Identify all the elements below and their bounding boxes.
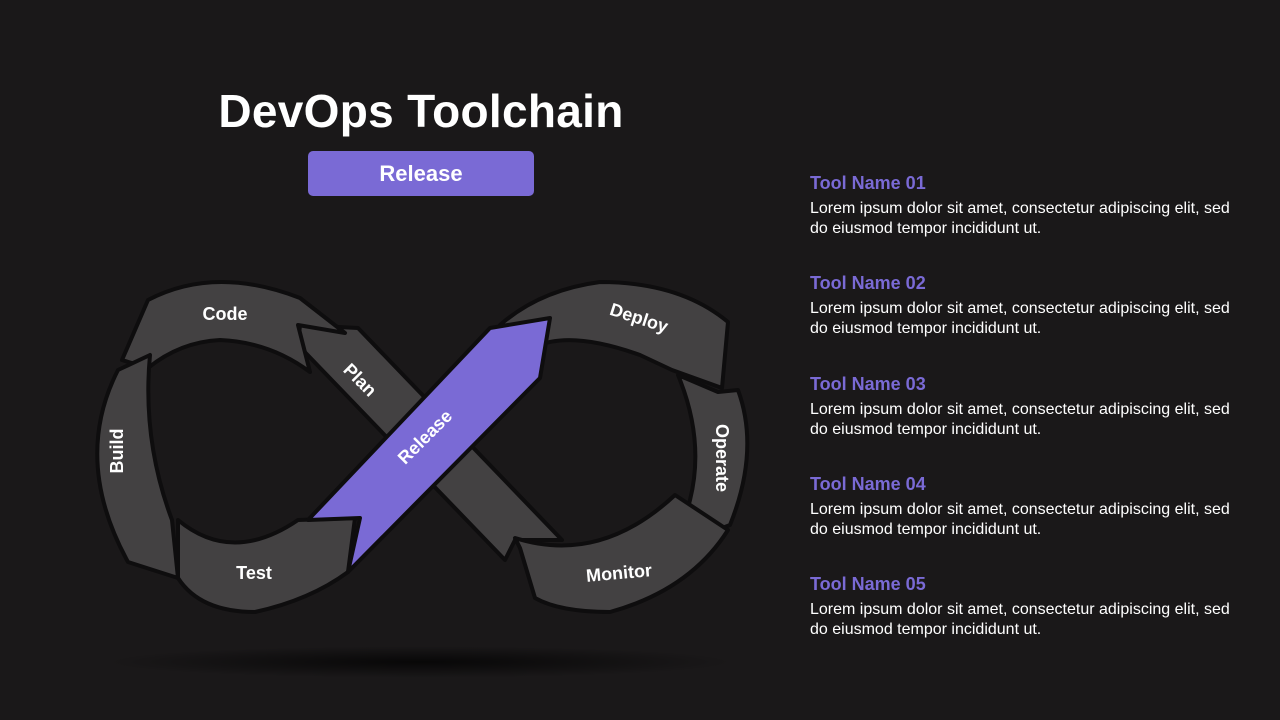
tool-description: Lorem ipsum dolor sit amet, consectetur … [810,500,1230,538]
slide-title: DevOps Toolchain [218,85,624,137]
tool-item: Tool Name 03 Lorem ipsum dolor sit amet,… [810,371,1230,471]
diagram-shadow [105,646,735,678]
segment-test [176,516,357,614]
segment-monitor [513,493,730,614]
segment-code [120,280,347,374]
segment-operate [676,373,750,547]
tool-item: Tool Name 02 Lorem ipsum dolor sit amet,… [810,270,1230,370]
tool-description: Lorem ipsum dolor sit amet, consectetur … [810,200,1230,237]
tool-item: Tool Name 05 Lorem ipsum dolor sit amet,… [810,571,1230,671]
tool-name: Tool Name 04 [810,473,926,494]
segment-deploy [498,280,730,390]
tool-name: Tool Name 02 [810,273,926,294]
label-code: Code [203,304,248,324]
tool-description: Lorem ipsum dolor sit amet, consectetur … [810,400,1230,438]
active-stage-badge: Release [308,151,534,196]
tool-description: Lorem ipsum dolor sit amet, consectetur … [810,300,1230,338]
devops-infinity-diagram: Code Build Test Plan Release Deploy Oper… [95,280,750,678]
tool-item: Tool Name 04 Lorem ipsum dolor sit amet,… [810,471,1230,571]
label-build: Build [107,429,127,474]
tool-name: Tool Name 03 [810,373,926,394]
tool-description: Lorem ipsum dolor sit amet, consectetur … [810,601,1230,639]
tool-item: Tool Name 01 Lorem ipsum dolor sit amet,… [810,170,1230,270]
label-test: Test [236,563,272,583]
tool-list: Tool Name 01 Lorem ipsum dolor sit amet,… [810,170,1230,671]
tool-name: Tool Name 05 [810,574,926,595]
tool-name: Tool Name 01 [810,173,926,193]
segment-build [95,353,180,580]
label-operate: Operate [712,424,732,492]
segment-release [306,316,552,574]
